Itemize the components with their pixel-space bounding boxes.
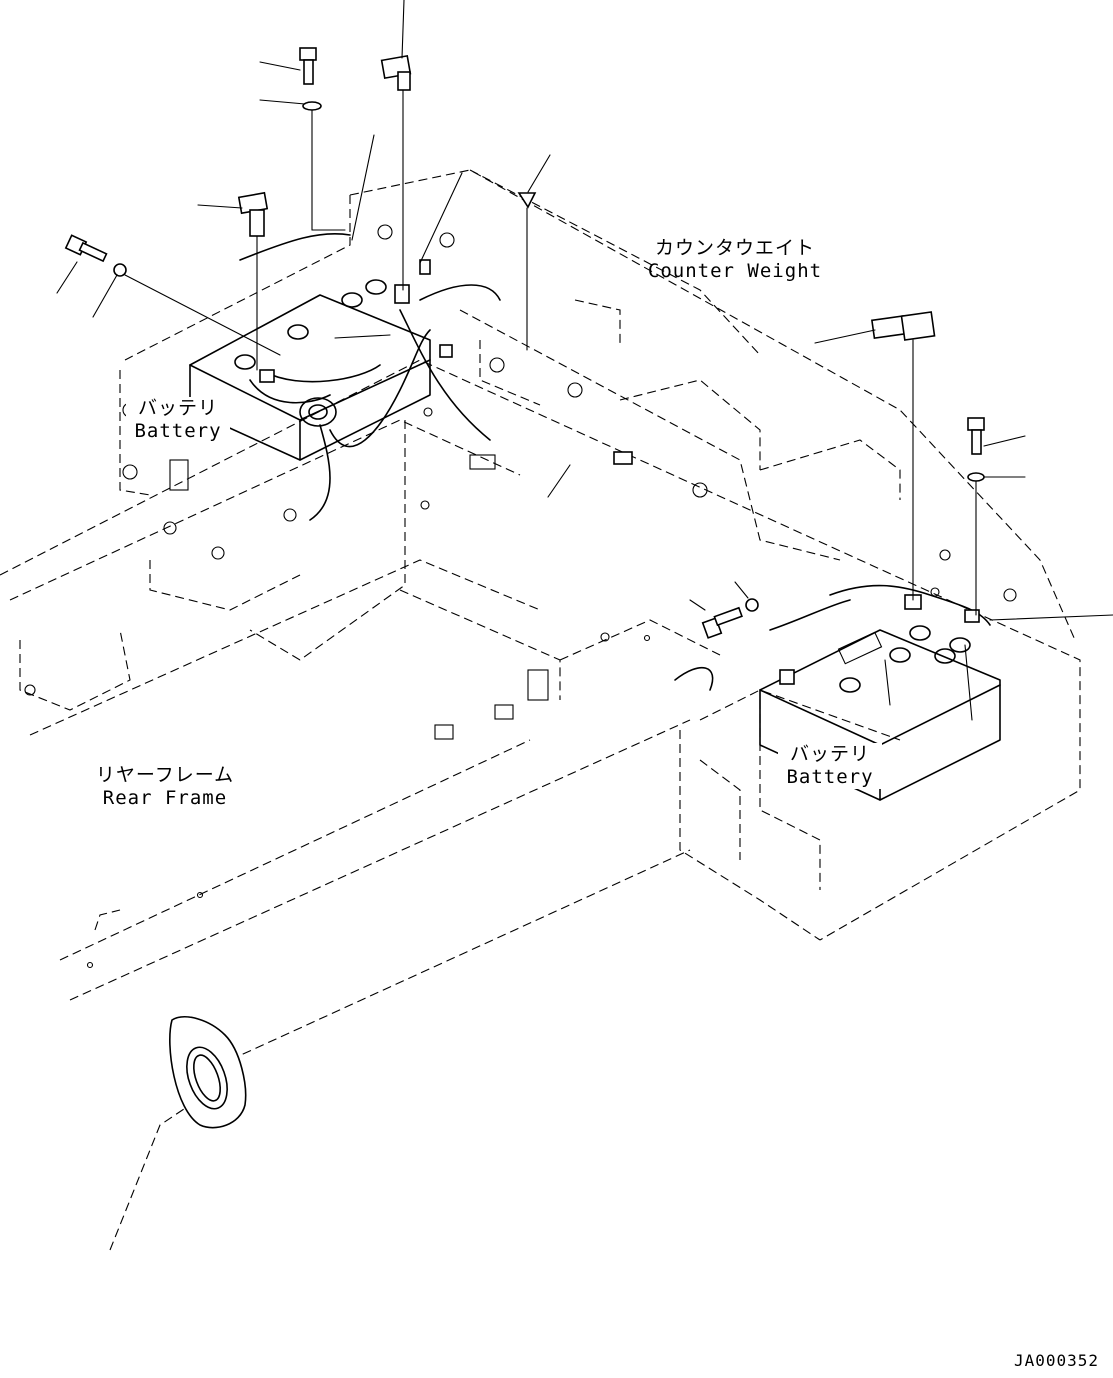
battery-left-label-en: Battery	[134, 420, 222, 442]
rear-frame-label: リヤーフレーム Rear Frame	[90, 764, 240, 810]
fasteners	[64, 47, 985, 639]
counter-weight-label-en: Counter Weight	[647, 260, 823, 282]
battery-right-label-jp: バッテリ	[789, 743, 870, 765]
pivot-boss	[169, 1016, 247, 1129]
counter-weight-label: カウンタウエイト Counter Weight	[640, 237, 830, 283]
battery-right-label: バッテリ Battery	[778, 743, 882, 789]
rear-frame-label-en: Rear Frame	[102, 787, 228, 809]
battery-left-label: バッテリ Battery	[126, 397, 230, 443]
drawing-id: JA000352	[1013, 1351, 1099, 1370]
battery-left-label-jp: バッテリ	[137, 397, 218, 419]
rear-frame-label-jp: リヤーフレーム	[95, 764, 235, 786]
counter-weight-label-jp: カウンタウエイト	[654, 237, 815, 259]
leader-lines	[56, 0, 1113, 721]
counter-weight-outline	[122, 169, 1076, 941]
battery-right-label-en: Battery	[786, 766, 874, 788]
rear-frame-outline	[0, 359, 1081, 1251]
battery-left	[189, 232, 501, 521]
